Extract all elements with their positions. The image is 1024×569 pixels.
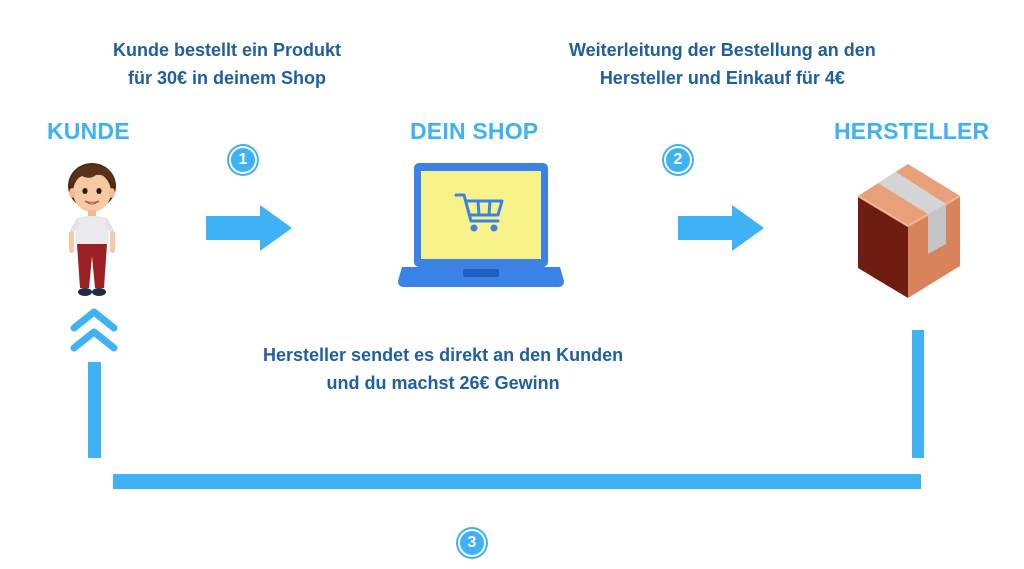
step2-caption-line2: Hersteller und Einkauf für 4€ (599, 68, 845, 88)
return-line-right (912, 330, 924, 458)
step2-caption: Weiterleitung der Bestellung an den Hers… (569, 36, 876, 92)
step2-arrow (678, 205, 764, 251)
step3-badge: 3 (460, 531, 484, 555)
step1-arrow (206, 205, 292, 251)
step3-caption: Hersteller sendet es direkt an den Kunde… (263, 341, 623, 397)
step1-caption: Kunde bestellt ein Produkt für 30€ in de… (113, 36, 341, 92)
step3-caption-line1: Hersteller sendet es direkt an den Kunde… (263, 345, 624, 365)
chevron-up-icon (68, 304, 120, 356)
person-icon (60, 160, 124, 300)
step1-caption-line2: für 30€ in deinem Shop (127, 68, 327, 88)
step1-badge: 1 (231, 148, 255, 172)
return-line-bottom (113, 474, 921, 489)
manufacturer-heading: HERSTELLER (834, 118, 990, 144)
step3-caption-line2: und du machst 26€ Gewinn (326, 373, 560, 393)
step2-badge: 2 (666, 148, 690, 172)
customer-heading: KUNDE (47, 118, 130, 144)
step1-caption-line1: Kunde bestellt ein Produkt (113, 40, 342, 60)
package-box-icon (848, 152, 968, 302)
laptop-cart-icon (398, 163, 564, 291)
return-line-left (88, 362, 101, 458)
shop-heading: DEIN SHOP (410, 118, 539, 144)
step2-caption-line1: Weiterleitung der Bestellung an den (569, 40, 876, 60)
